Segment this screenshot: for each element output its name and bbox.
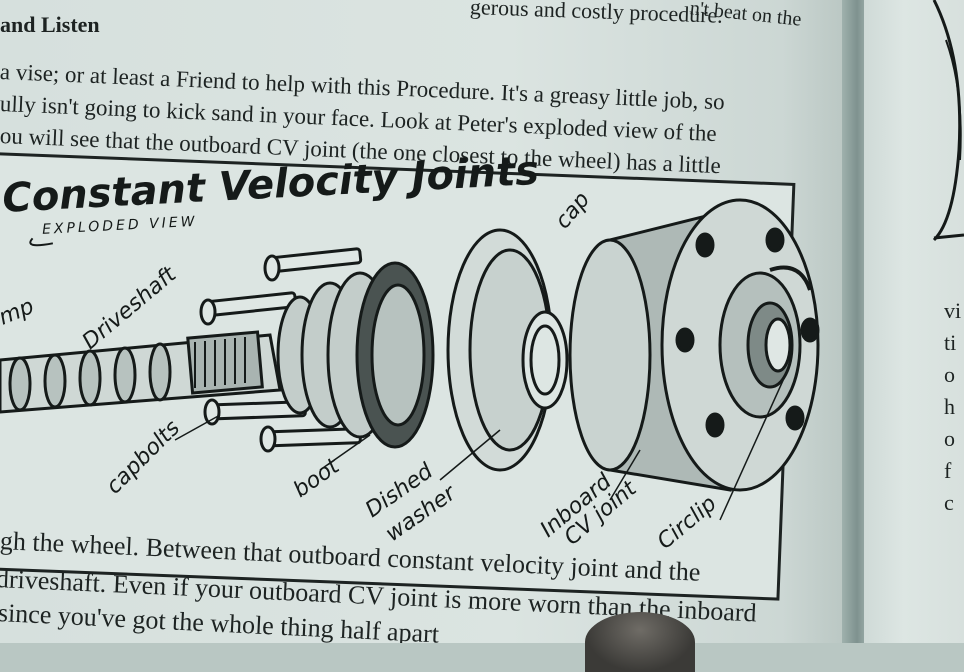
right-page-letter-1: vi	[944, 298, 962, 323]
driveshaft-drawing	[0, 330, 282, 414]
right-page-letter-6: f	[944, 458, 952, 483]
right-book-page: vi ti o h o f c	[864, 0, 964, 643]
right-page-letter-3: o	[944, 362, 955, 387]
capbolts-drawing	[199, 247, 363, 453]
right-page-letter-2: ti	[944, 330, 957, 355]
fingertip	[585, 612, 695, 672]
figure-title: Constant Velocity Joints	[1, 150, 540, 222]
right-page-letter-7: c	[944, 490, 954, 515]
dished-washer-drawing	[446, 228, 569, 472]
inboard-cv-joint-drawing	[568, 198, 820, 492]
label-cap: cap	[550, 187, 595, 233]
top-fragment-a: gerous and costly procedure.	[469, 0, 724, 28]
label-driveshaft: Driveshaft	[78, 261, 182, 354]
label-clamp: amp	[0, 294, 38, 335]
section-heading: and Listen	[0, 12, 100, 37]
label-circlip: Circlip	[653, 491, 722, 554]
right-page-illustration	[932, 0, 964, 242]
right-page-letter-4: h	[944, 394, 955, 419]
label-boot: boot	[289, 453, 345, 503]
boot-drawing	[276, 261, 435, 449]
left-book-page: gerous and costly procedure. n't beat on…	[0, 0, 850, 643]
label-capbolts: capbolts	[102, 416, 186, 500]
cv-joint-illustration: Constant Velocity Joints EXPLODED VIEW	[0, 150, 820, 555]
right-page-letter-5: o	[944, 426, 955, 451]
